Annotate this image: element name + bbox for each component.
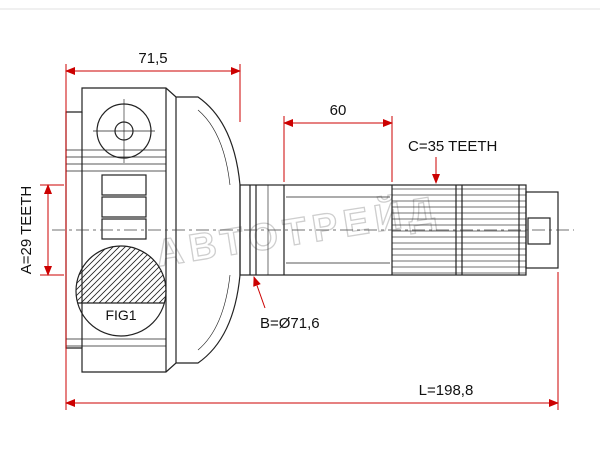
dim-total-length-label: L=198,8 [419,382,474,399]
dim-inner-teeth-label: A=29 TEETH [18,186,35,275]
end-slot [527,217,551,245]
dim-inner-teeth: A=29 TEETH [18,184,64,276]
dim-shaft-section: 60 [283,102,393,182]
dim-boot-diameter-label: B=Ø71,6 [260,315,320,332]
dim-shaft-section-label: 60 [330,102,347,119]
dim-boot-diameter: B=Ø71,6 [253,276,320,332]
dim-outer-width: 71,5 [65,50,241,410]
cage-windows [101,174,147,240]
upper-ball-bearing [93,99,155,163]
fig1-ball-outline [75,245,167,337]
fig1-ball: FIG1 [75,245,167,337]
figure-label: FIG1 [105,307,136,323]
smooth-section [286,196,390,264]
dim-total-length: L=198,8 [65,272,559,410]
dim-outer-teeth: C=35 TEETH [408,138,497,184]
boot-groove-lines [66,149,166,347]
dim-outer-teeth-label: C=35 TEETH [408,138,497,155]
dim-outer-width-label: 71,5 [138,50,167,67]
